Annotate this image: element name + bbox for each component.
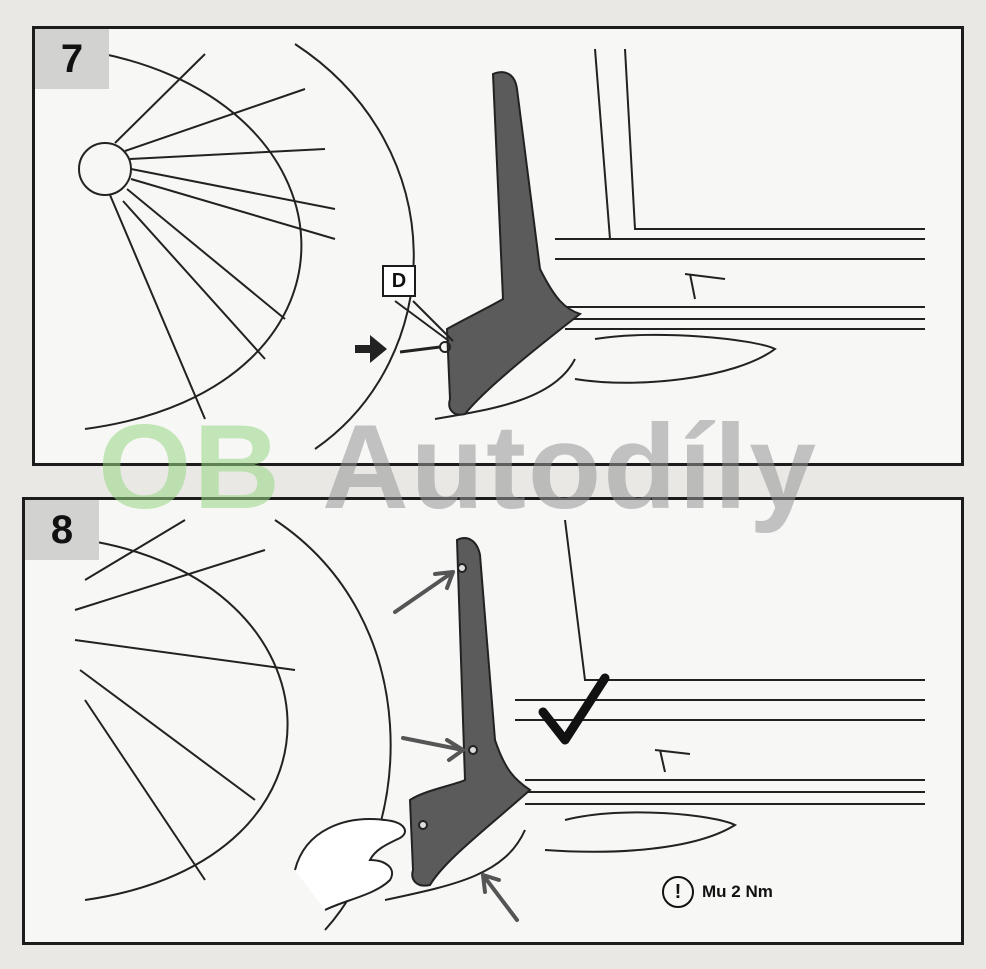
step-7-number: 7	[35, 29, 109, 89]
arrow-icon	[401, 736, 465, 762]
step-7-illustration	[74, 43, 925, 450]
tire-outline	[84, 539, 289, 901]
wheel-hub	[78, 142, 132, 196]
screw-icon	[399, 345, 441, 354]
step-8-panel: 8 ! Mu 2 Nm	[22, 497, 964, 945]
checkmark-icon	[538, 673, 610, 745]
mud-flap	[445, 71, 583, 416]
warning-icon: !	[662, 876, 694, 908]
wheel-arch	[294, 43, 415, 450]
callout-d-label: D	[382, 265, 416, 297]
arrow-icon	[481, 873, 519, 922]
mud-flap	[408, 537, 532, 887]
arrow-icon	[393, 570, 455, 614]
step-7-panel: 7 D	[32, 26, 964, 466]
torque-label: Mu 2 Nm	[702, 882, 773, 901]
step-8-number: 8	[25, 500, 99, 560]
torque-note: ! Mu 2 Nm	[662, 874, 773, 910]
hand-icon	[294, 818, 406, 911]
arrow-icon	[355, 335, 387, 363]
step-8-illustration	[74, 519, 925, 931]
